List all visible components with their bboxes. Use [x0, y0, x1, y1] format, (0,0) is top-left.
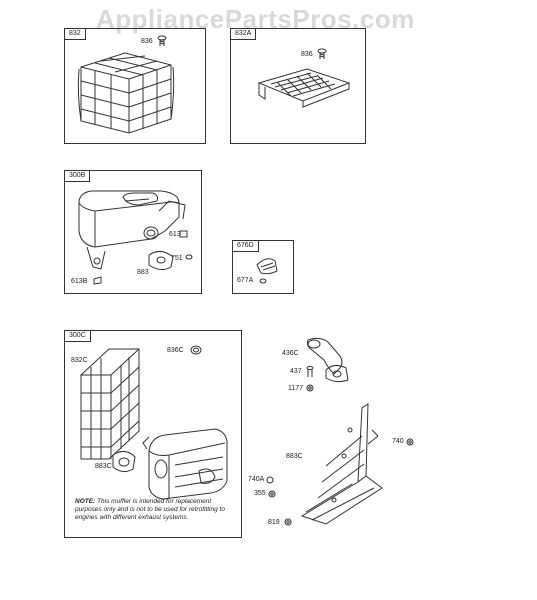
muffler-illustration [65, 171, 201, 293]
callout-883c-loose: 883C [286, 453, 303, 460]
heat-shield-illustration [231, 29, 365, 143]
panel-300b: 300B 613 751 883 613B [64, 170, 202, 294]
screw-icon [157, 35, 167, 47]
panel-676d: 676D 677A [232, 240, 294, 294]
callout-355: 355 [254, 490, 266, 497]
callout-613: 613 [169, 231, 181, 238]
callout-740: 740 [392, 438, 404, 445]
panel-tag: 300C [64, 330, 91, 342]
callout-740a: 740A [248, 476, 265, 483]
washer-icon [266, 476, 274, 484]
exhaust-elbow-illustration [300, 334, 360, 384]
nut-icon [306, 384, 314, 392]
callout-436c: 436C [282, 350, 299, 357]
nut-icon [268, 490, 276, 498]
panel-832: 832 836 [64, 28, 206, 144]
callout-819: 819 [268, 519, 280, 526]
replacement-note: NOTE: This muffler is intended for repla… [75, 498, 235, 522]
panel-tag: 832A [230, 28, 257, 40]
bolt-icon [306, 366, 314, 378]
callout-832c: 832C [71, 357, 88, 364]
bracket-illustration [286, 396, 396, 536]
panel-832a: 832A 836 [230, 28, 366, 144]
callout-836: 836 [141, 38, 153, 45]
panel-tag: 832 [64, 28, 86, 40]
callout-836c: 836C [167, 347, 184, 354]
muffler-guard-illustration [65, 29, 205, 143]
screw-icon [317, 48, 327, 60]
nut-icon [406, 438, 414, 446]
panel-300c: 300C 836C 832C 883C NOTE: This muffler i… [64, 330, 242, 538]
callout-883c: 883C [95, 463, 112, 470]
note-prefix: NOTE: [75, 498, 96, 505]
muffler-kit-illustration [65, 331, 241, 537]
nut-icon [284, 518, 292, 526]
callout-1177: 1177 [288, 385, 304, 392]
panel-tag: 676D [232, 240, 259, 252]
callout-751: 751 [171, 255, 183, 262]
callout-437: 437 [290, 368, 302, 375]
panel-tag: 300B [64, 170, 91, 182]
callout-613b: 613B [71, 278, 88, 285]
callout-883: 883 [137, 269, 149, 276]
spark-arrestor-illustration [233, 241, 293, 293]
callout-677a: 677A [237, 277, 254, 284]
callout-836: 836 [301, 51, 313, 58]
note-text: This muffler is intended for replacement… [75, 498, 225, 521]
